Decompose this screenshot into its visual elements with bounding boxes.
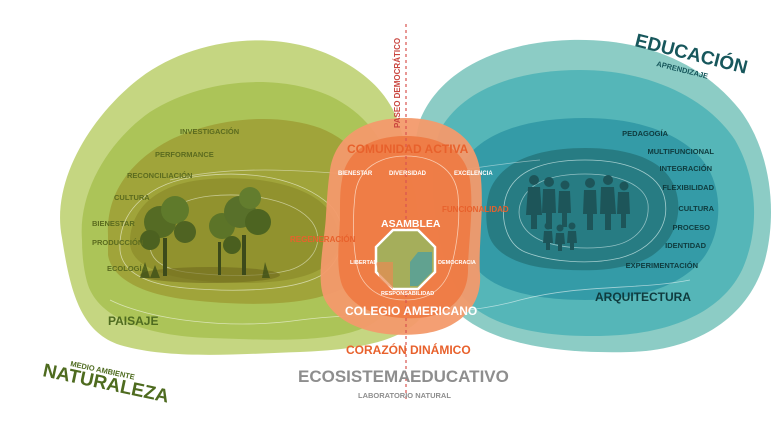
nature-item: PRODUCCIÓN — [92, 238, 143, 247]
education-contour — [503, 159, 667, 263]
tree-crown — [239, 187, 261, 209]
assembly-octagon — [374, 228, 437, 291]
nature-item: BIENESTAR — [92, 219, 135, 228]
education-item: PEDAGOGÍA — [622, 129, 668, 138]
arquitectura-label: ARQUITECTURA — [595, 290, 691, 304]
nature-item: ECOLOGÍA — [107, 264, 148, 273]
education-item: MULTIFUNCIONAL — [647, 147, 714, 156]
democracia-label: DEMOCRACIA — [438, 260, 476, 266]
laboratorio-natural-label: LABORATORIO NATURAL — [358, 391, 451, 400]
education-item: CULTURA — [678, 204, 714, 213]
trees-icon — [140, 187, 280, 283]
libertad-label: LIBERTAD — [350, 260, 377, 266]
ecosistema-label: ECOSISTEMA — [298, 367, 410, 386]
tree-crown — [140, 230, 160, 250]
education-item: PROCESO — [672, 223, 710, 232]
education-core-shape — [486, 148, 679, 271]
paisaje-label: PAISAJE — [108, 314, 158, 328]
colegio-americano-label: COLEGIO AMERICANO — [345, 304, 477, 318]
tree-trunk-mid — [218, 242, 221, 275]
person-figure — [526, 175, 542, 229]
education-item: FLEXIBILIDAD — [662, 183, 714, 192]
bienestar-label: BIENESTAR — [338, 171, 373, 177]
nature-item: PERFORMANCE — [155, 150, 214, 159]
person-figure — [558, 180, 571, 227]
tree-trunk-left — [163, 238, 167, 276]
nature-items: INVESTIGACIÓN PERFORMANCE RECONCILIACIÓN… — [92, 127, 239, 273]
grass — [140, 262, 270, 278]
person-figure — [542, 177, 556, 229]
nature-item: RECONCILIACIÓN — [127, 171, 192, 180]
tree-crown — [161, 196, 189, 224]
octagon-orange-fill — [376, 262, 393, 289]
tree-crown — [174, 221, 196, 243]
education-contour-2 — [518, 173, 649, 249]
funcionalidad-label: FUNCIONALIDAD — [442, 205, 509, 214]
person-figure — [600, 175, 616, 230]
nature-item: INVESTIGACIÓN — [180, 127, 239, 136]
tree-trunk-right — [242, 235, 246, 275]
people-icon — [526, 175, 630, 251]
child-figure — [567, 222, 577, 250]
education-item: EXPERIMENTACIÓN — [626, 261, 698, 270]
nature-item: CULTURA — [114, 193, 150, 202]
child-figure — [543, 222, 553, 250]
responsabilidad-label: RESPONSABILIDAD — [381, 291, 434, 297]
asamblea-label: ASAMBLEA — [381, 218, 441, 230]
tree-shadow — [140, 267, 280, 283]
person-figure — [583, 178, 597, 230]
education-item: IDENTIDAD — [665, 241, 706, 250]
excelencia-label: EXCELENCIA — [454, 171, 493, 177]
regeneracion-label: REGENERACIÓN — [290, 235, 356, 244]
community-inner-shape — [338, 136, 472, 319]
person-figure — [617, 181, 630, 228]
child-figure — [555, 224, 565, 251]
comunidad-activa-label: COMUNIDAD ACTIVA — [347, 142, 469, 156]
diversidad-label: DIVERSIDAD — [389, 171, 427, 177]
tree-crown — [245, 209, 271, 235]
corazon-dinamico-label: CORAZÓN DINÁMICO — [346, 342, 471, 357]
educativo-label: EDUCATIVO — [410, 367, 509, 386]
education-item: INTEGRACIÓN — [660, 164, 713, 173]
octagon-teal-fill — [410, 252, 432, 286]
tree-crown — [223, 236, 241, 254]
paseo-democratico-label: PASEO DEMOCRÁTICO — [393, 38, 402, 128]
education-items: PEDAGOGÍA MULTIFUNCIONAL INTEGRACIÓN FLE… — [622, 129, 714, 270]
